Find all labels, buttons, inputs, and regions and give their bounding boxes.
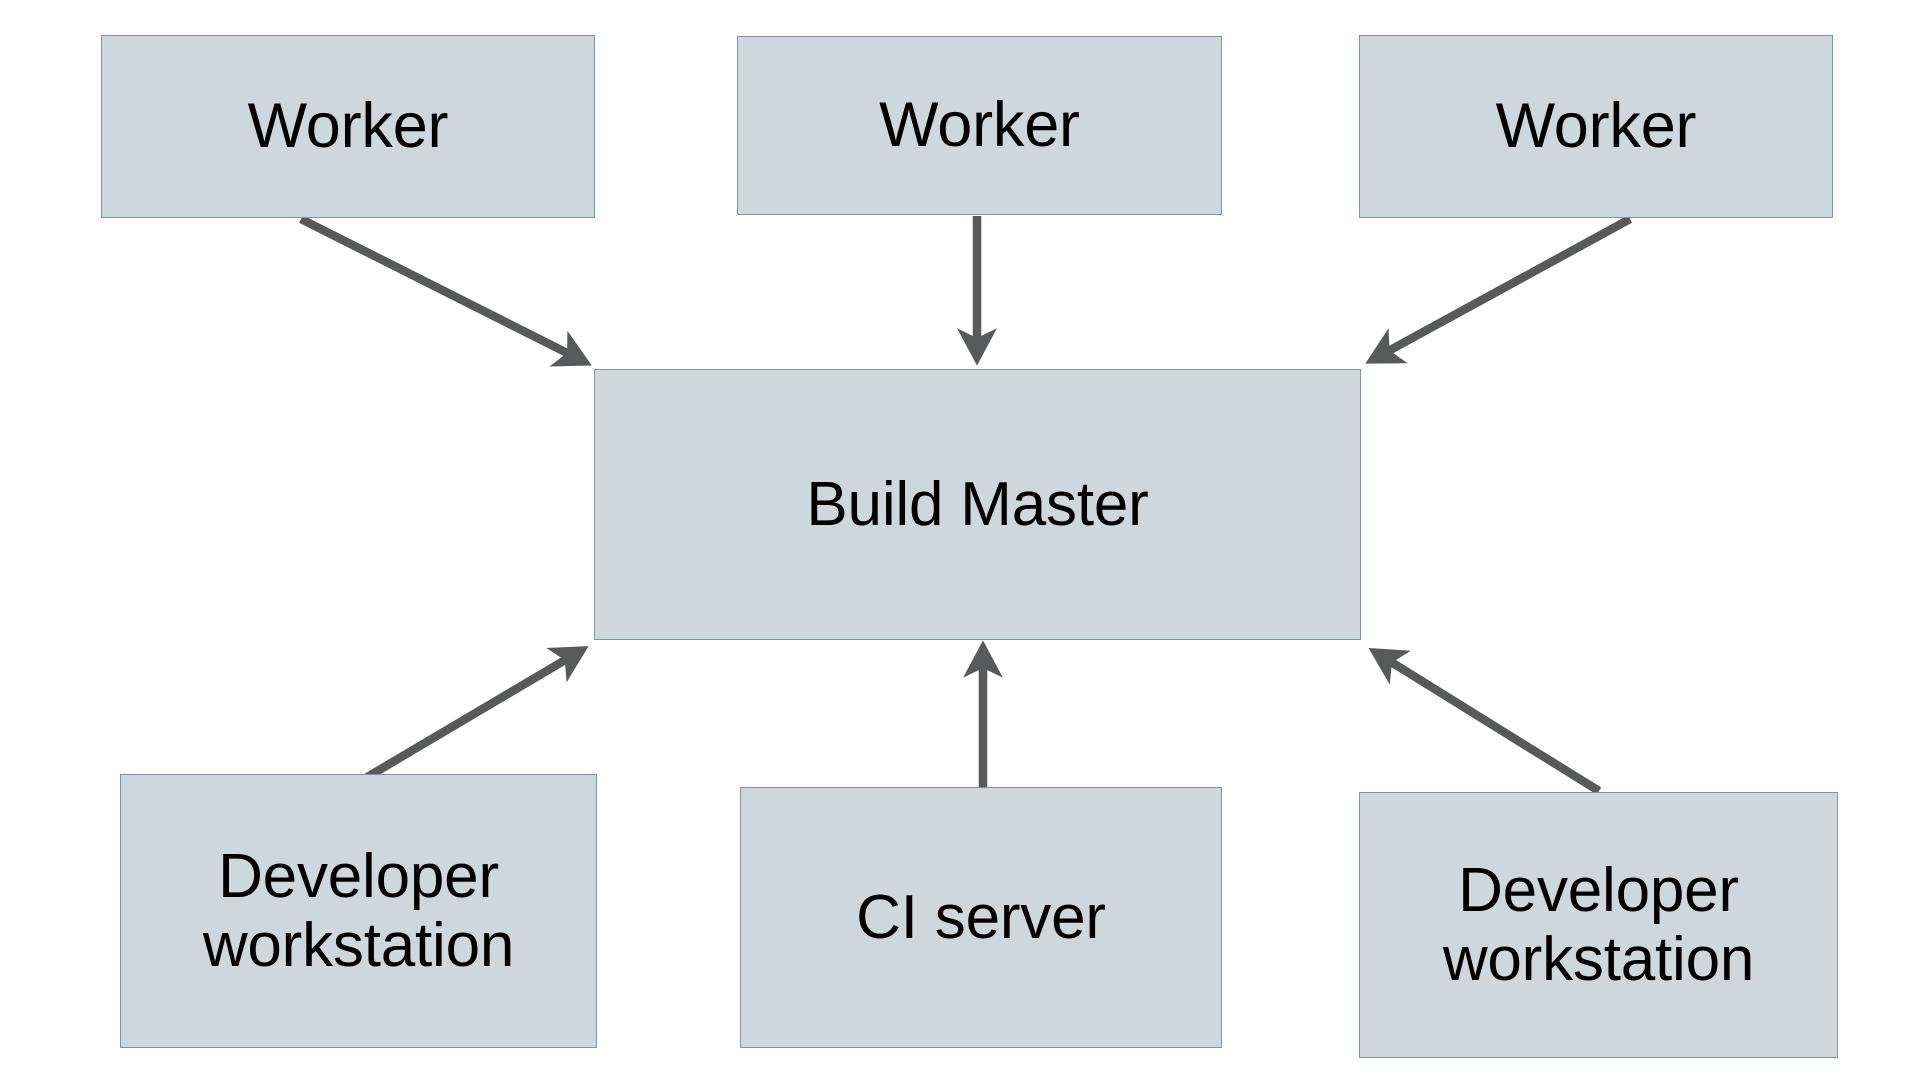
node-developer-workstation-right[interactable]: Developer workstation (1359, 792, 1838, 1058)
node-build-master-label: Build Master (806, 469, 1149, 539)
node-worker-2-label: Worker (879, 90, 1080, 161)
node-developer-workstation-left-label: Developer workstation (202, 841, 515, 980)
node-ci-server-label: CI server (856, 882, 1106, 952)
node-build-master[interactable]: Build Master (594, 369, 1361, 640)
node-developer-workstation-left[interactable]: Developer workstation (120, 774, 597, 1048)
node-ci-server[interactable]: CI server (740, 787, 1222, 1048)
node-worker-3-label: Worker (1495, 91, 1697, 162)
edge-worker-3-to-build-master (1365, 215, 1633, 364)
node-worker-1-label: Worker (247, 91, 449, 162)
node-worker-3[interactable]: Worker (1359, 35, 1833, 218)
node-worker-2[interactable]: Worker (737, 36, 1222, 215)
edge-worker-1-to-build-master (299, 215, 592, 367)
node-worker-1[interactable]: Worker (101, 35, 595, 218)
edge-dev-ws-right-to-build-master (1368, 647, 1602, 795)
edge-dev-ws-left-to-build-master (361, 646, 589, 783)
node-developer-workstation-right-label: Developer workstation (1442, 855, 1755, 994)
